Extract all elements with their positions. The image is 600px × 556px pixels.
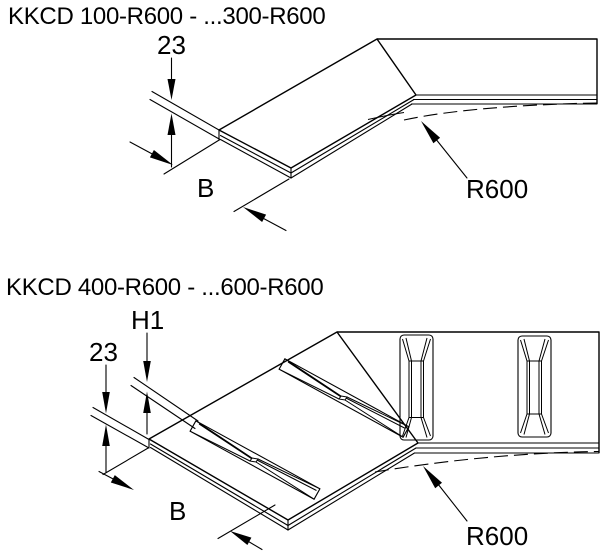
extension-line-1 [133,376,199,422]
arrowhead [421,121,441,144]
extension-line-2 [233,178,290,213]
extension-line-1 [163,138,221,175]
vent-slot-straight-2 [517,335,552,438]
extension-line-2 [149,98,221,141]
front-flange-line-2 [290,103,413,179]
slot-inner-diagonals [278,358,410,438]
dim-B-bottom: B [98,446,276,551]
vent-slot-straight-1 [399,334,434,441]
arrowhead-up [102,424,110,446]
slot-outline [278,358,410,438]
slot-center-band [338,395,348,401]
leader-2 [257,214,287,232]
arrowhead-2 [230,531,252,545]
extension-line-1 [151,90,220,131]
radius-arc-dashed [403,102,598,121]
figure1-title: KKCD 100-R600 - ...300-R600 [8,3,325,30]
slot-center-band [408,360,424,418]
leader-line [430,132,468,179]
left-flange-line-1 [219,134,292,174]
straight-section-outline [337,331,600,453]
slot-inner-diagonals [189,420,321,500]
left-flange-line-2 [149,446,289,531]
extension-line-2 [130,384,196,430]
slot-center-band [249,457,259,463]
extension-line-1 [92,406,150,441]
leader-1 [129,141,157,157]
cover-body-bottom [148,331,600,531]
slot-outline [189,420,321,500]
slot-center-band [526,360,542,415]
callout-R600-top: R600 [421,121,528,204]
slot-outline [517,335,552,438]
dim-label-23: 23 [157,30,186,60]
dim-B-top: B [129,138,290,232]
front-flange-line-2 [287,452,416,531]
dim-label-H1: H1 [131,305,164,335]
leader-line [433,478,468,522]
left-flange-line-1 [149,443,289,527]
left-flange-line-2 [219,138,292,179]
arrowhead-down [167,79,176,100]
arrowhead-down [102,392,110,414]
extension-line-1 [102,446,150,476]
straight-section-outline [377,38,598,104]
leader-2 [245,539,263,551]
arrowhead-1 [149,150,173,165]
figure2-title: KKCD 400-R600 - ...600-R600 [6,274,323,301]
dim-H1: H1 [130,305,199,435]
dim-23-top: 23 [149,30,221,168]
dim-label-23: 23 [89,337,118,367]
slot-outline [399,334,434,441]
dim-label-B: B [169,496,186,526]
callout-R600-bottom: R600 [423,466,528,551]
slot-top-diagonals [520,338,549,362]
radius-arc-dashed [374,450,600,473]
arrowhead [423,466,442,489]
cover-body-top [218,38,598,179]
arrowhead-up [143,391,151,413]
figure-kkcd-400-600: KKCD 400-R600 - ...600-R600 [6,274,600,551]
figure-kkcd-100-300: KKCD 100-R600 - ...300-R600 23 [8,3,598,232]
extension-line-2 [217,504,276,540]
vent-slot-sloped-1 [189,420,321,500]
front-flange-line-1 [287,447,417,527]
extension-line-2 [90,414,150,449]
dim-label-B: B [197,173,214,203]
dim-23-bottom: 23 [89,337,150,473]
arrowhead-1 [110,475,134,490]
sloped-face-outline [218,38,417,169]
radius-label: R600 [466,174,528,204]
slot-bottom-diagonals [520,413,549,435]
bend-rim-curve [367,112,405,120]
arrowhead-2 [243,207,267,222]
radius-label: R600 [466,521,528,551]
vent-slot-sloped-2 [278,358,410,438]
arrowhead-down [143,361,151,382]
slot-top-diagonals [402,337,431,362]
front-flange-line-1 [290,98,415,174]
arrowhead-up [167,113,176,135]
